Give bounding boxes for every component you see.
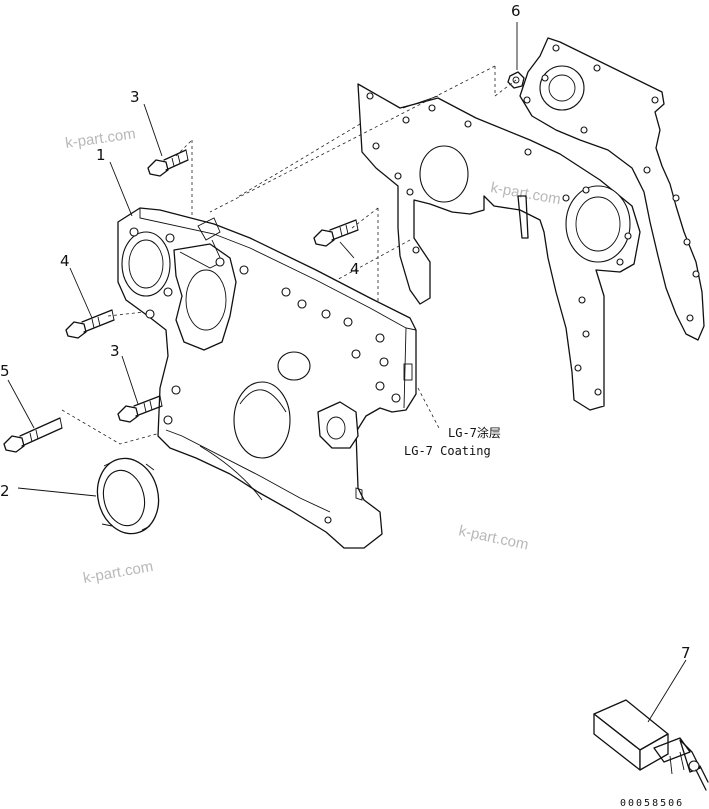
leader-3-upper	[143, 103, 163, 157]
callout-2: 2	[0, 482, 10, 500]
watermark-2: k-part.com	[489, 179, 562, 208]
watermark-4: k-part.com	[82, 558, 155, 587]
leader-1	[109, 161, 133, 217]
oil-seal-part-2	[96, 457, 160, 535]
note-en: LG-7 Coating	[404, 444, 491, 458]
callout-4-left: 4	[60, 252, 70, 270]
bolt-part-4-left	[65, 309, 115, 339]
bolt-part-3-upper	[147, 149, 189, 177]
callout-6: 6	[511, 2, 521, 20]
front-cover-part-1	[117, 207, 417, 549]
leader-2	[17, 487, 97, 497]
leader-4-left	[69, 267, 93, 319]
leader-7	[647, 659, 687, 723]
callout-5: 5	[0, 362, 10, 380]
leader-4-right	[339, 241, 355, 259]
front-plate	[357, 83, 641, 411]
callout-7: 7	[681, 644, 691, 662]
callout-3-upper: 3	[130, 88, 140, 106]
callout-4-right: 4	[350, 260, 360, 278]
note-cn: LG-7涂层	[448, 425, 501, 440]
sensor-part-7	[593, 699, 709, 791]
document-id: 00058506	[620, 798, 684, 809]
bolt-part-5	[3, 417, 63, 453]
callout-1: 1	[96, 146, 106, 164]
leader-5	[7, 379, 35, 429]
leader-3-lower	[121, 355, 139, 405]
bolt-part-3-lower	[117, 395, 163, 423]
watermark-3: k-part.com	[457, 522, 530, 553]
bolt-part-4-right	[313, 219, 359, 247]
gear-case-gasket	[519, 37, 705, 341]
callout-3-lower: 3	[110, 342, 120, 360]
